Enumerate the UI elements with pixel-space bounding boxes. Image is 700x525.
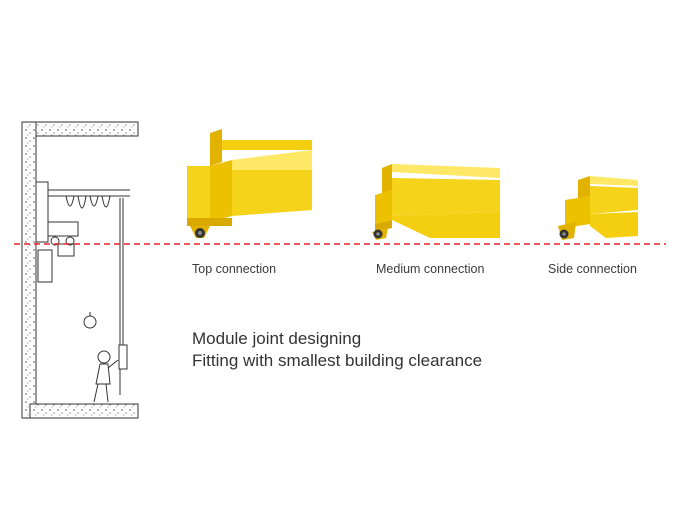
operator-arm (107, 359, 119, 369)
wheel (65, 236, 75, 246)
runway-bracket (35, 181, 49, 243)
cable-festoon (65, 195, 111, 209)
left-wall (21, 121, 37, 419)
beam-medium-connection (372, 164, 500, 240)
label-top-connection: Top connection (192, 262, 277, 276)
caption-line-2: Fitting with smallest building clearance (192, 351, 483, 370)
crane-girder (48, 189, 130, 197)
label-medium-connection: Medium connection (376, 262, 485, 276)
operator-legs (93, 383, 109, 403)
wheel (50, 236, 60, 246)
beam-top-connection (187, 129, 312, 238)
hook (83, 315, 97, 329)
beam-side-connection (558, 176, 638, 240)
hoist-unit (57, 243, 75, 257)
ceiling-slab (29, 121, 139, 137)
floor-slab (29, 403, 139, 419)
operator-head (97, 350, 111, 364)
caption-line-1: Module joint designing (192, 329, 362, 348)
operator-body (95, 363, 111, 385)
building-section-drawing (21, 121, 139, 419)
end-carriage (47, 221, 79, 237)
wall-corbel (37, 249, 53, 283)
label-side-connection: Side connection (548, 262, 637, 276)
pendant-control (118, 344, 128, 370)
